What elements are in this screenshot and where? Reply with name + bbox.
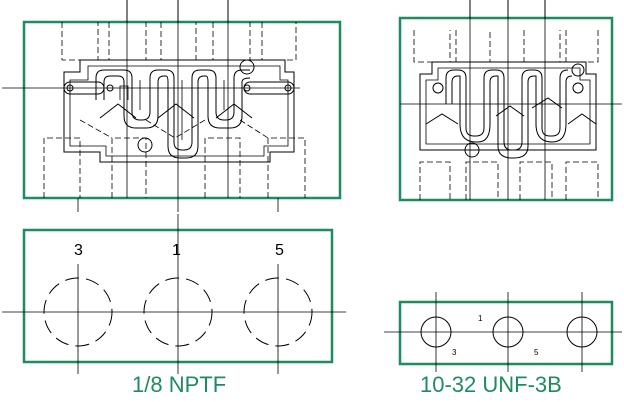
- right-top-view: [398, 0, 622, 202]
- port-5-small-circle: [566, 316, 598, 348]
- left-caption: 1/8 NPTF: [132, 372, 227, 397]
- port-small-label-1: 1: [478, 314, 483, 323]
- left-top-view: [2, 0, 342, 212]
- port-3-circle: [43, 277, 113, 347]
- port-label-5: 5: [275, 242, 284, 259]
- port-5-circle: [243, 277, 313, 347]
- port-label-1: 1: [172, 242, 181, 259]
- port-small-label-5: 5: [534, 348, 539, 357]
- right-top-frame: [398, 16, 614, 202]
- port-1-circle: [143, 277, 213, 347]
- port-label-3: 3: [74, 242, 83, 259]
- port-3-small-circle: [420, 316, 452, 348]
- left-top-frame: [22, 20, 342, 200]
- left-port-face: [2, 214, 346, 374]
- right-port-frame: [398, 300, 614, 366]
- right-caption: 10-32 UNF-3B: [420, 372, 562, 397]
- right-port-face: [384, 292, 622, 372]
- port-small-label-3: 3: [452, 348, 457, 357]
- port-1-small-circle: [492, 316, 524, 348]
